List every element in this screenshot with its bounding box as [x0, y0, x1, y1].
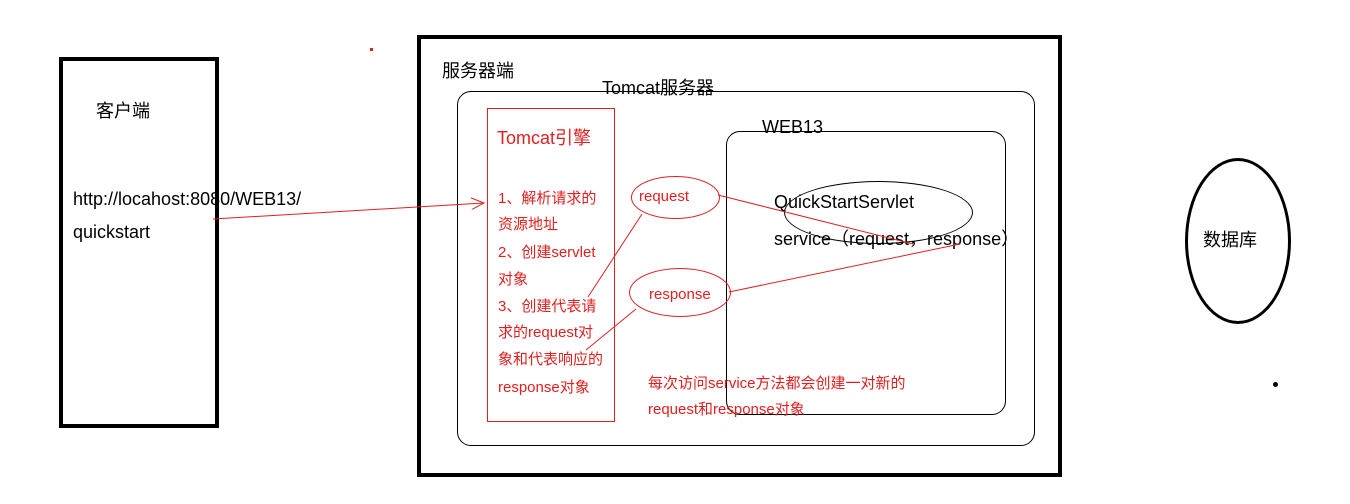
tomcat-server-box — [457, 91, 1035, 446]
engine-step-line: 1、解析请求的 — [498, 190, 597, 207]
tomcat-engine-title: Tomcat引擎 — [497, 128, 592, 148]
request-label: request — [639, 188, 690, 205]
engine-step-line: response对象 — [498, 379, 590, 396]
response-to-servlet-line — [728, 243, 961, 293]
response-label: response — [649, 286, 711, 303]
engine-to-request-line — [587, 213, 643, 298]
request-to-servlet-line — [717, 194, 914, 245]
request-ellipse — [631, 176, 720, 219]
web13-box — [726, 131, 1006, 415]
database-label: 数据库 — [1203, 230, 1257, 250]
tomcat-engine-box — [487, 108, 615, 422]
servlet-ellipse — [784, 181, 973, 244]
engine-to-response-line — [585, 308, 637, 351]
server-box — [417, 35, 1062, 477]
stray-dot — [370, 48, 373, 51]
web13-label: WEB13 — [762, 117, 824, 137]
tomcat-server-label: Tomcat服务器 — [602, 78, 715, 98]
client-label: 客户端 — [96, 101, 150, 121]
client-to-engine-arrow — [212, 203, 484, 220]
database-ellipse — [1185, 158, 1291, 324]
engine-step-line: 对象 — [498, 271, 529, 288]
stray-dot-black — [1273, 382, 1278, 387]
engine-step-line: 象和代表响应的 — [498, 351, 604, 368]
note-line2: request和response对象 — [648, 401, 805, 418]
client-url-line2: quickstart — [73, 222, 151, 242]
engine-step-line: 求的request对 — [498, 324, 594, 341]
servlet-name: QuickStartServlet — [774, 192, 915, 212]
client-url-line1: http://locahost:8080/WEB13/ — [73, 189, 302, 209]
engine-step-line: 2、创建servlet — [498, 244, 596, 261]
engine-step-line: 3、创建代表请 — [498, 298, 597, 315]
engine-step-line: 资源地址 — [498, 216, 559, 233]
client-box — [59, 57, 219, 428]
server-label: 服务器端 — [442, 61, 514, 81]
response-ellipse — [629, 268, 731, 317]
note-line1: 每次访问service方法都会创建一对新的 — [648, 375, 906, 392]
